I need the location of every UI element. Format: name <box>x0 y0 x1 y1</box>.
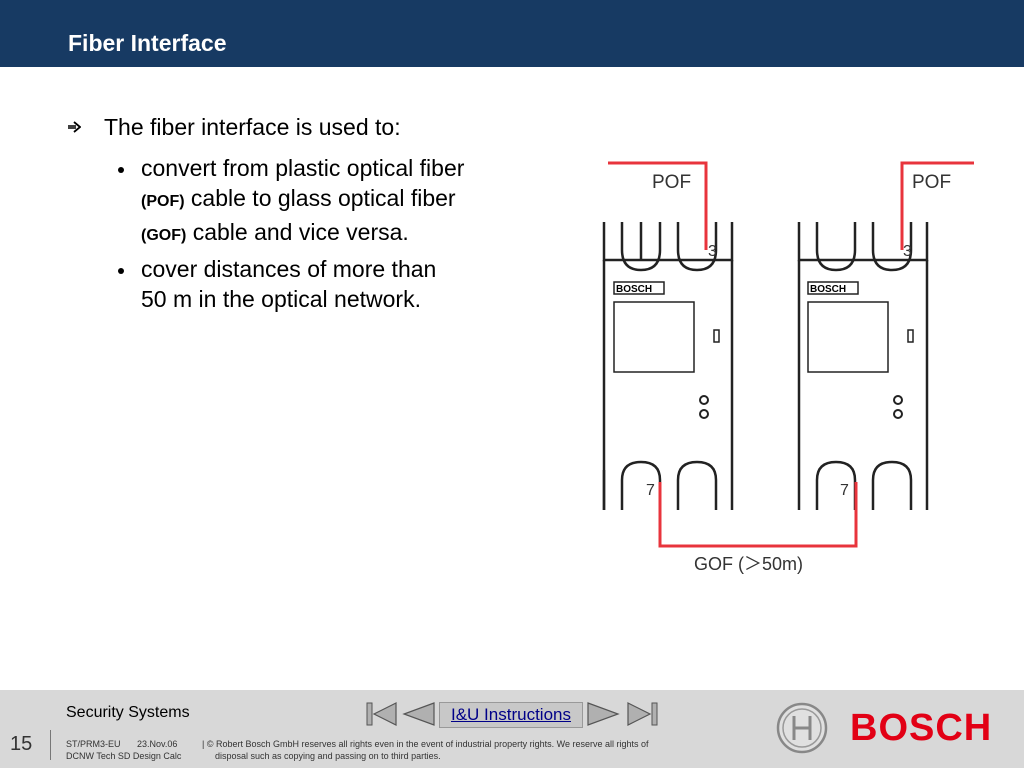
bosch-armature-logo-icon <box>776 702 828 754</box>
pof-cable-right <box>900 161 974 250</box>
gof-label: GOF (＞50m) <box>694 554 803 574</box>
copyright-line1: | © Robert Bosch GmbH reserves all right… <box>202 739 649 749</box>
port-3-right: 3 <box>903 243 912 260</box>
bullet-convert-line1: convert from plastic optical fiber <box>141 155 465 181</box>
pof-cable-left <box>608 161 708 250</box>
nav-last-icon[interactable] <box>624 702 658 726</box>
bullet-distance-line2: 50 m in the optical network. <box>141 286 421 312</box>
footer-bar: 15 Security Systems ST/PRM3-EU 23.Nov.06… <box>0 690 1024 768</box>
pof-label-left: POF <box>652 172 691 193</box>
gof-cable <box>658 482 858 548</box>
bullet-convert-line3-rest: cable and vice versa. <box>186 219 409 245</box>
nav-previous-icon[interactable] <box>402 702 436 726</box>
bullet-convert: convert from plastic optical fiber (POF)… <box>141 153 464 251</box>
fiber-interface-diagram: POF POF BOSCH 3 7 BOSCH 3 7 <box>602 161 974 574</box>
bullet-convert-line3: (GOF) cable and vice versa. <box>141 217 464 251</box>
iu-instructions-button[interactable]: I&U Instructions <box>439 702 583 728</box>
doc-date: 23.Nov.06 <box>137 739 178 749</box>
nav-first-icon[interactable] <box>366 702 400 726</box>
bullet-distance-line1: cover distances of more than <box>141 256 437 282</box>
bullet-convert-line2-rest: cable to glass optical fiber <box>184 185 456 211</box>
pof-label-right: POF <box>912 172 951 193</box>
doc-id: ST/PRM3-EU <box>66 739 121 749</box>
device-brand-left: BOSCH <box>616 284 652 295</box>
copyright-line2: disposal such as copying and passing on … <box>215 751 441 761</box>
content-area: The fiber interface is used to: convert … <box>0 0 600 400</box>
fiber-interface-device-right <box>797 222 929 510</box>
bullet-convert-line2: (POF) cable to glass optical fiber <box>141 183 464 217</box>
bullet-dot <box>118 268 124 274</box>
page-number: 15 <box>10 733 33 755</box>
header-bar: Fiber Interface <box>0 0 1024 67</box>
arrow-bullet-icon <box>68 121 81 133</box>
pof-abbr: (POF) <box>141 193 185 210</box>
fiber-interface-device-left <box>602 222 734 510</box>
port-7-right: 7 <box>840 482 849 499</box>
bullet-distance: cover distances of more than 50 m in the… <box>141 254 436 314</box>
port-7-left: 7 <box>646 482 655 499</box>
nav-next-icon[interactable] <box>586 702 620 726</box>
bosch-logo-text: BOSCH <box>850 707 993 749</box>
page-title: Fiber Interface <box>68 30 227 56</box>
doc-name: DCNW Tech SD Design Calc <box>66 751 182 761</box>
port-3-left: 3 <box>708 243 717 260</box>
intro-text: The fiber interface is used to: <box>104 114 401 140</box>
device-brand-right: BOSCH <box>810 284 846 295</box>
division-name: Security Systems <box>66 704 190 721</box>
footer-divider <box>50 730 51 760</box>
bullet-dot <box>118 167 124 173</box>
gof-abbr: (GOF) <box>141 227 187 244</box>
